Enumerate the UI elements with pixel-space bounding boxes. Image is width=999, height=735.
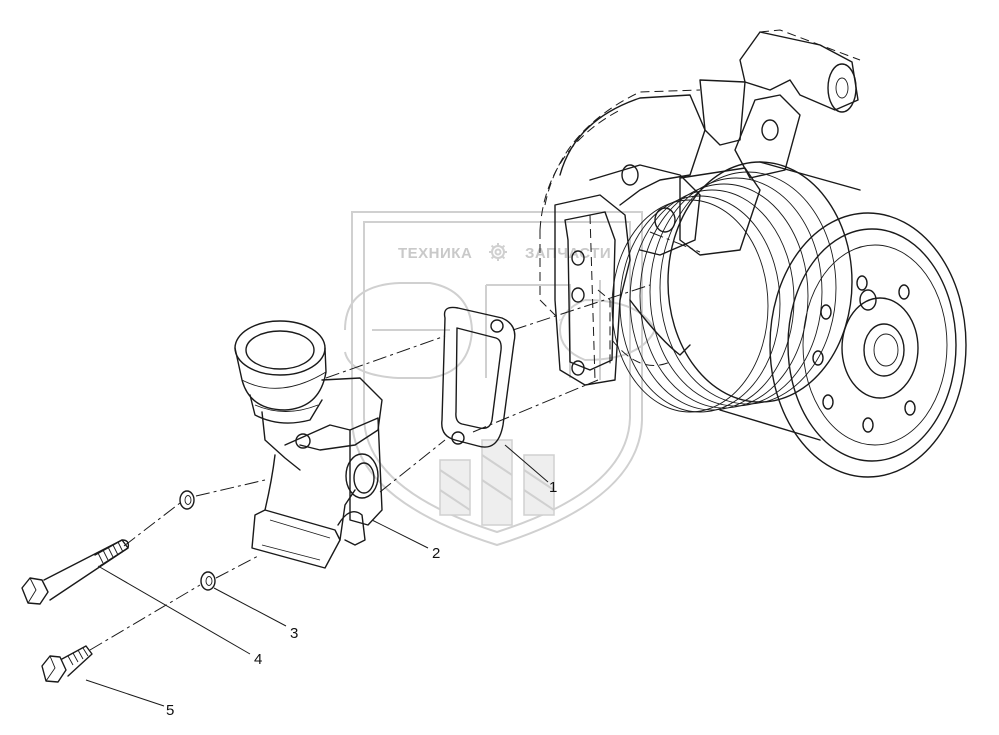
watermark-towers [439,439,555,526]
water-pump-assembly [539,29,967,478]
long-bolt-part-4 [21,539,130,605]
gasket-part-1 [441,306,516,448]
callout-5: 5 [166,702,174,719]
callout-3: 3 [290,625,298,642]
gear-icon [489,243,507,261]
watermark-left-text: ТЕХНИКА [398,245,472,262]
callout-labels: 1 2 3 4 5 [166,479,557,719]
callout-2: 2 [432,545,440,562]
callout-4: 4 [254,651,262,668]
short-bolt-part-5 [41,645,93,683]
outlet-housing-part-2 [234,320,383,569]
watermark-logo: ТЕХНИКА ЗАПЧАСТИ [344,211,657,547]
callout-1: 1 [549,479,557,496]
washer-part-3 [179,490,216,591]
pulley [611,161,967,478]
leader-lines [85,444,549,707]
assembly-axis-lines [89,284,651,651]
